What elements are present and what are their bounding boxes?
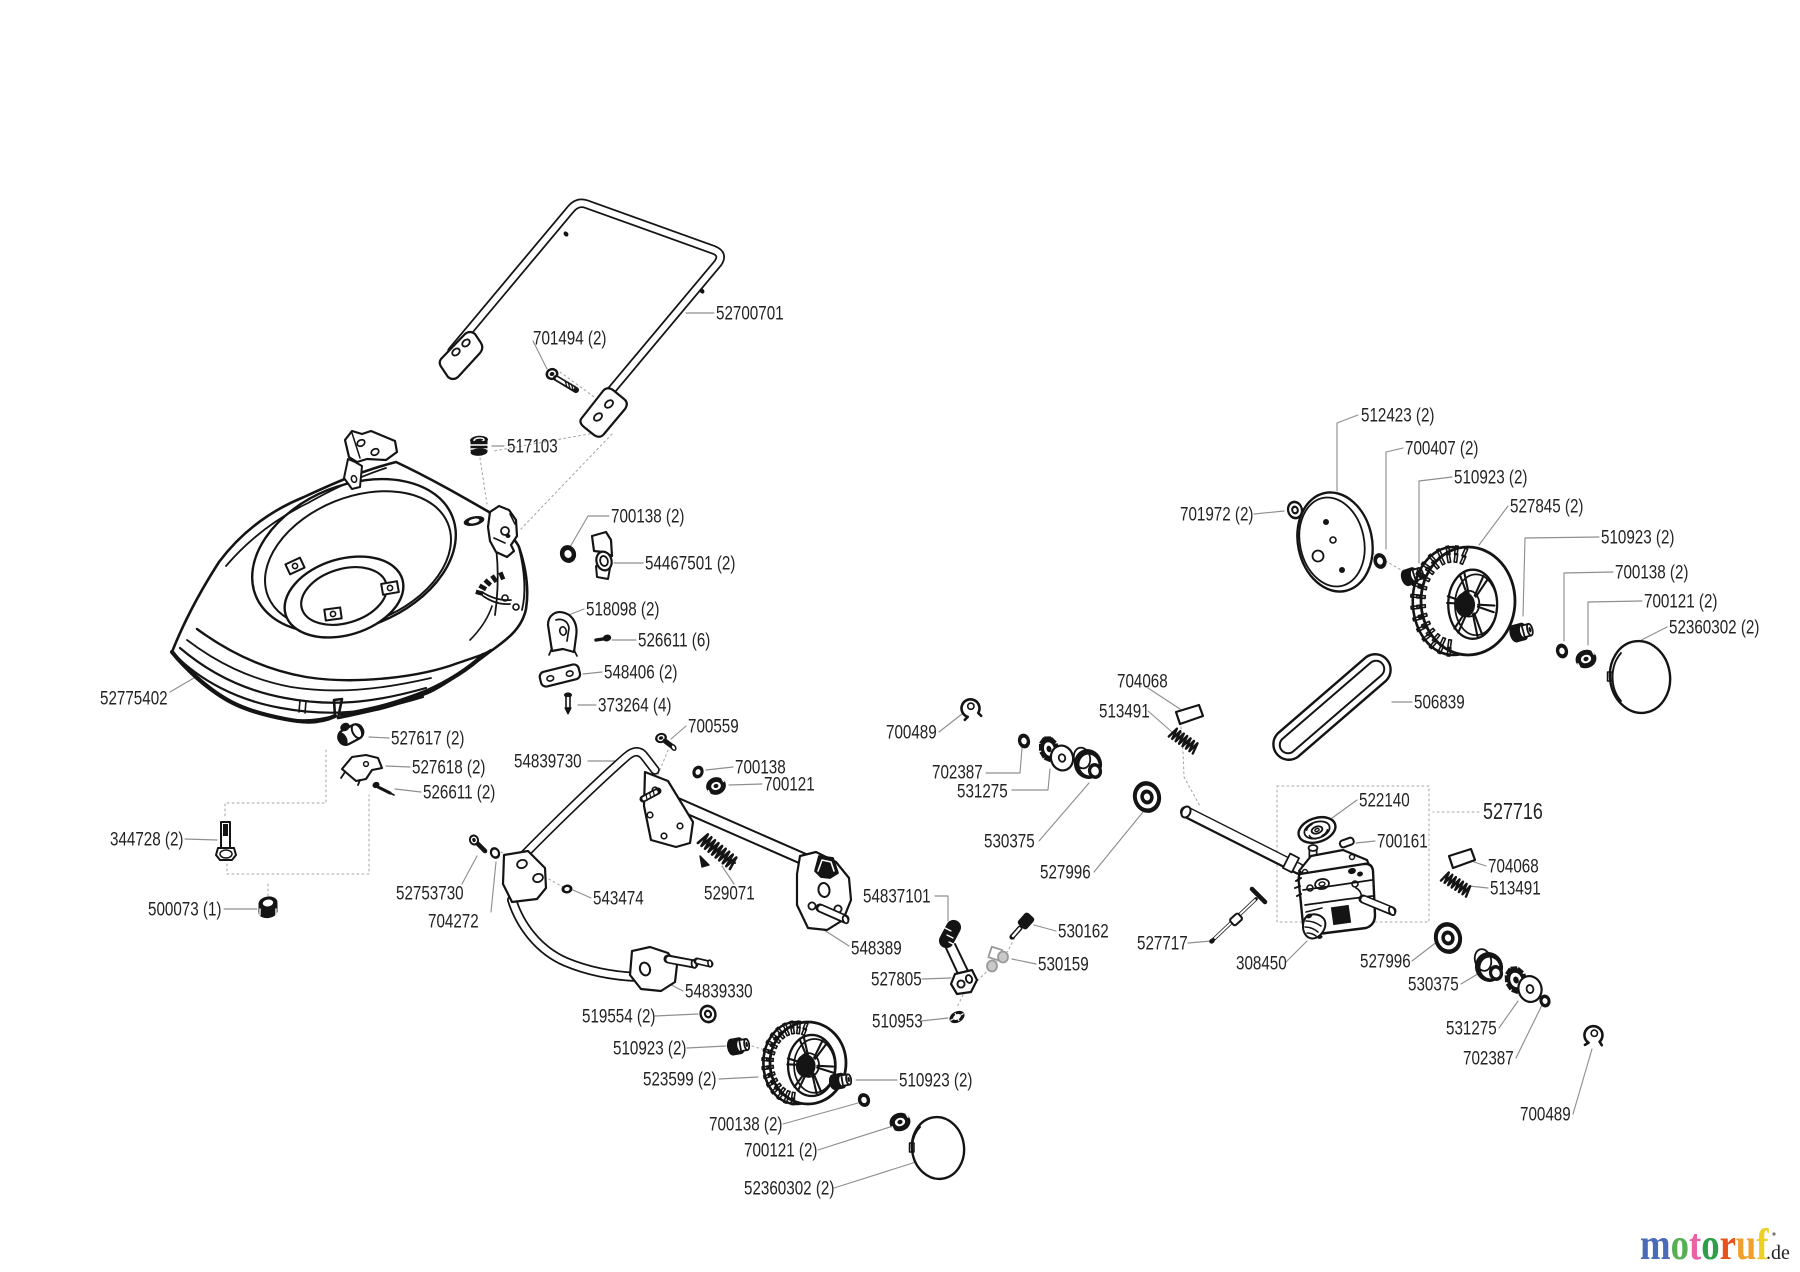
svg-text:700138: 700138	[735, 756, 786, 778]
svg-text:700138 (2): 700138 (2)	[611, 505, 684, 527]
svg-text:548389: 548389	[851, 937, 902, 959]
svg-text:513491: 513491	[1490, 877, 1541, 899]
svg-text:510953: 510953	[872, 1010, 923, 1032]
svg-text:500073 (1): 500073 (1)	[148, 898, 221, 920]
svg-text:700121 (2): 700121 (2)	[1644, 590, 1717, 612]
svg-text:506839: 506839	[1414, 691, 1465, 713]
svg-text:527716: 527716	[1483, 799, 1543, 825]
svg-text:531275: 531275	[1446, 1017, 1497, 1039]
svg-text:motoruf: motoruf	[1640, 1220, 1769, 1269]
svg-text:517103: 517103	[507, 435, 558, 457]
svg-text:702387: 702387	[932, 761, 983, 783]
svg-text:527996: 527996	[1360, 950, 1411, 972]
svg-text:548406 (2): 548406 (2)	[604, 661, 677, 683]
svg-text:704272: 704272	[428, 910, 479, 932]
svg-text:54839330: 54839330	[685, 980, 753, 1002]
svg-text:523599 (2): 523599 (2)	[643, 1068, 716, 1090]
svg-text:522140: 522140	[1359, 789, 1410, 811]
svg-text:700121 (2): 700121 (2)	[744, 1139, 817, 1161]
svg-text:54467501 (2): 54467501 (2)	[645, 552, 735, 574]
svg-text:.de: .de	[1766, 1242, 1790, 1264]
svg-text:527805: 527805	[871, 968, 922, 990]
svg-text:700138 (2): 700138 (2)	[1615, 561, 1688, 583]
svg-text:700161: 700161	[1377, 830, 1428, 852]
svg-text:704068: 704068	[1117, 670, 1168, 692]
svg-text:373264 (4): 373264 (4)	[598, 694, 671, 716]
svg-text:54837101: 54837101	[863, 885, 931, 907]
svg-text:526611 (6): 526611 (6)	[638, 629, 710, 651]
svg-text:510923 (2): 510923 (2)	[613, 1037, 686, 1059]
svg-text:510923 (2): 510923 (2)	[1601, 526, 1674, 548]
svg-text:527845 (2): 527845 (2)	[1510, 495, 1583, 517]
svg-text:700489: 700489	[886, 721, 937, 743]
svg-text:344728 (2): 344728 (2)	[110, 828, 183, 850]
svg-text:527617 (2): 527617 (2)	[391, 727, 464, 749]
svg-text:530159: 530159	[1038, 953, 1089, 975]
svg-text:527717: 527717	[1137, 932, 1188, 954]
svg-text:701494 (2): 701494 (2)	[533, 327, 606, 349]
svg-text:702387: 702387	[1463, 1047, 1514, 1069]
svg-text:700489: 700489	[1520, 1103, 1571, 1125]
svg-text:510923 (2): 510923 (2)	[1454, 466, 1527, 488]
svg-text:308450: 308450	[1236, 952, 1287, 974]
svg-text:52700701: 52700701	[716, 302, 784, 324]
svg-text:52775402: 52775402	[100, 687, 168, 709]
svg-text:518098 (2): 518098 (2)	[586, 598, 659, 620]
svg-text:701972 (2): 701972 (2)	[1180, 503, 1253, 525]
svg-text:700407 (2): 700407 (2)	[1405, 437, 1478, 459]
svg-text:512423 (2): 512423 (2)	[1361, 404, 1434, 426]
svg-text:527996: 527996	[1040, 861, 1091, 883]
svg-text:54839730: 54839730	[514, 750, 582, 772]
svg-text:529071: 529071	[704, 882, 755, 904]
svg-text:519554 (2): 519554 (2)	[582, 1005, 655, 1027]
svg-text:513491: 513491	[1099, 700, 1150, 722]
svg-text:527618 (2): 527618 (2)	[412, 756, 485, 778]
svg-text:700121: 700121	[764, 773, 815, 795]
svg-text:531275: 531275	[957, 780, 1008, 802]
svg-text:530375: 530375	[1408, 973, 1459, 995]
svg-text:52753730: 52753730	[396, 882, 464, 904]
svg-text:510923 (2): 510923 (2)	[899, 1069, 972, 1091]
svg-text:530375: 530375	[984, 830, 1035, 852]
svg-text:700138 (2): 700138 (2)	[709, 1113, 782, 1135]
svg-text:526611 (2): 526611 (2)	[423, 781, 495, 803]
svg-text:52360302 (2): 52360302 (2)	[1669, 616, 1759, 638]
svg-text:700559: 700559	[688, 715, 739, 737]
svg-text:704068: 704068	[1488, 855, 1539, 877]
svg-text:52360302 (2): 52360302 (2)	[744, 1177, 834, 1199]
svg-text:530162: 530162	[1058, 920, 1109, 942]
svg-text:543474: 543474	[593, 887, 644, 909]
